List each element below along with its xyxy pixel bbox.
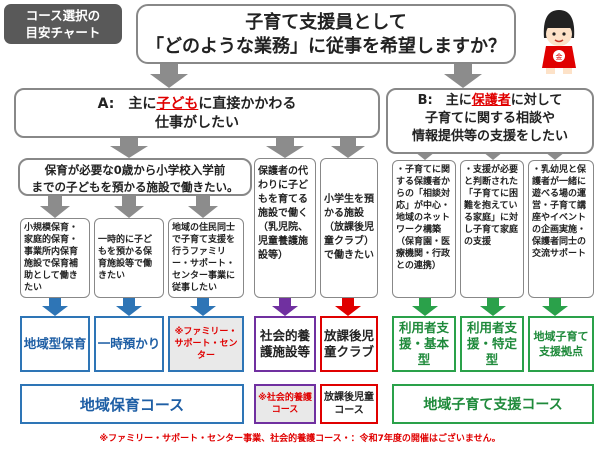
card-social-care: 保護者の代わりに子どもを育てる施設で働く（乳児院、児童養護施設等） bbox=[254, 158, 316, 298]
card-4-text: 保護者の代わりに子どもを育てる施設で働く（乳児院、児童養護施設等） bbox=[258, 166, 308, 261]
result-local-support-hub: 地域子育て支援拠点 bbox=[528, 316, 594, 372]
a-subcategory-preschool: 保育が必要な0歳から小学校入学前 までの子どもを預かる施設で働きたい。 bbox=[18, 158, 252, 196]
card-7-text: ・支援が必要と判断された「子育てに困難を抱えている家庭」に対し子育て家庭の支援 bbox=[464, 165, 519, 247]
category-a-line-2: 仕事がしたい bbox=[155, 115, 239, 131]
category-a-suffix: に直接かかわる bbox=[198, 96, 297, 112]
card-2-text: 一時的に子どもを預かる保育施設等で働きたい bbox=[98, 235, 153, 281]
result-social-care: 社会的養護施設等 bbox=[254, 316, 316, 372]
category-b-line-2: 子育てに関する相談や bbox=[424, 111, 555, 126]
card-3-text: 地域の住民同士で子育て支援を行うファミリー・サポート・センター事業に従事したい bbox=[172, 223, 236, 293]
mascot-icon: 金 bbox=[542, 10, 576, 74]
category-b-line-3: 情報提供等の支援をしたい bbox=[411, 129, 568, 144]
result-after-school: 放課後児童クラブ bbox=[320, 316, 378, 372]
card-temporary-care: 一時的に子どもを預かる保育施設等で働きたい bbox=[94, 218, 164, 298]
card-family-support: 地域の住民同士で子育て支援を行うファミリー・サポート・センター事業に従事したい bbox=[168, 218, 244, 298]
category-a: A: 主に子どもに直接かかわる 仕事がしたい bbox=[14, 88, 380, 138]
category-b-prefix: B: 主に bbox=[417, 93, 472, 108]
card-after-school: 小学生を預かる施設（放課後児童クラブ）で働きたい bbox=[320, 158, 378, 298]
chart-badge: コース選択の 目安チャート bbox=[4, 4, 122, 44]
card-user-support-basic: ・子育てに関する保護者からの「相談対応」が中心・地域のネットワーク構築（保育園・… bbox=[392, 160, 456, 298]
svg-text:金: 金 bbox=[556, 52, 563, 61]
course-local-support: 地域子育て支援コース bbox=[392, 384, 594, 424]
card-5-text: 小学生を預かる施設（放課後児童クラブ）で働きたい bbox=[324, 194, 374, 261]
badge-line-2: 目安チャート bbox=[25, 25, 101, 40]
card-8-text: ・乳幼児と保護者が一緒に遊べる場の運営・子育て講座やイベントの企画実施・保護者同… bbox=[532, 165, 587, 259]
badge-line-1: コース選択の bbox=[25, 8, 101, 23]
card-local-support-hub: ・乳幼児と保護者が一緒に遊べる場の運営・子育て講座やイベントの企画実施・保護者同… bbox=[528, 160, 594, 298]
card-user-support-specific: ・支援が必要と判断された「子育てに困難を抱えている家庭」に対し子育て家庭の支援 bbox=[460, 160, 524, 298]
result-user-support-basic: 利用者支援・基本型 bbox=[392, 316, 456, 372]
card-1-text: 小規模保育・家庭的保育・事業所内保育施設で保育補助として働きたい bbox=[24, 223, 79, 293]
card-small-scale-childcare: 小規模保育・家庭的保育・事業所内保育施設で保育補助として働きたい bbox=[20, 218, 90, 298]
result-local-childcare: 地域型保育 bbox=[20, 316, 90, 372]
main-question: 子育て支援員として 「どのような業務」に従事を希望しますか？ bbox=[136, 4, 516, 64]
result-temporary-care: 一時預かり bbox=[94, 316, 164, 372]
category-a-highlight: 子ども bbox=[156, 96, 199, 112]
question-line-1: 子育て支援員として bbox=[245, 12, 407, 33]
course-social-care: ※社会的養護コース bbox=[254, 384, 316, 424]
category-b: B: 主に保護者に対して 子育てに関する相談や 情報提供等の支援をしたい bbox=[386, 88, 594, 154]
category-b-highlight: 保護者 bbox=[471, 93, 511, 108]
course-local-childcare: 地域保育コース bbox=[20, 384, 244, 424]
category-a-prefix: A: 主に bbox=[97, 96, 157, 112]
question-line-2: 「どのような業務」に従事を希望しますか？ bbox=[146, 36, 506, 57]
a-sub-line-1: 保育が必要な0歳から小学校入学前 bbox=[44, 163, 226, 177]
card-6-text: ・子育てに関する保護者からの「相談対応」が中心・地域のネットワーク構築（保育園・… bbox=[396, 165, 451, 271]
footnote: ※ファミリー・サポート・センター事業、社会的養護コース・：令和7年度の開催はござ… bbox=[99, 434, 501, 444]
a-sub-line-2: までの子どもを預かる施設で働きたい。 bbox=[31, 180, 239, 194]
course-after-school: 放課後児童コース bbox=[320, 384, 378, 424]
result-user-support-specific: 利用者支援・特定型 bbox=[460, 316, 524, 372]
category-b-suffix: に対して bbox=[510, 93, 563, 108]
result-family-support: ※ファミリー・サポート・センター bbox=[168, 316, 244, 372]
